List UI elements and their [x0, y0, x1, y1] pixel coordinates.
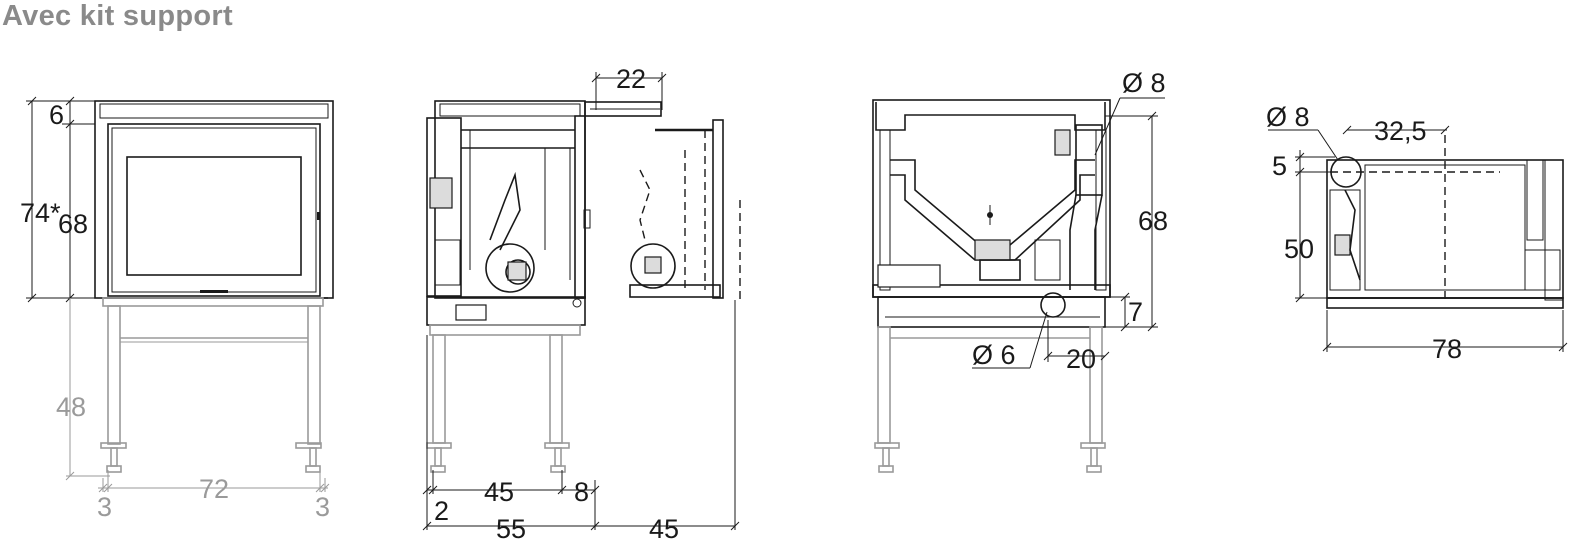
side-dim-front-offset: 2 [434, 496, 449, 526]
front-dim-top: 6 [49, 100, 64, 130]
side-dim-depth: 55 [496, 514, 526, 544]
top-dim-depth: 50 [1284, 234, 1314, 264]
top-dim-inlet-position: 32,5 [1374, 116, 1427, 146]
rear-dim-outlet-offset: 20 [1066, 344, 1096, 374]
front-dim-left-offset: 3 [97, 492, 112, 522]
rear-dim-inlet-diameter: Ø 8 [1122, 68, 1166, 98]
page-title: Avec kit support [2, 0, 233, 32]
front-dim-width: 72 [199, 474, 229, 504]
front-dim-right-offset: 3 [315, 492, 330, 522]
side-dim-outlet: 22 [616, 64, 646, 94]
rear-dim-outlet-diameter: Ø 6 [972, 340, 1016, 370]
side-dim-leg-span: 45 [484, 477, 514, 507]
side-door-open [629, 119, 741, 300]
top-dim-inlet-offset: 5 [1272, 151, 1287, 181]
front-dim-body-height: 68 [58, 209, 88, 239]
front-view: 6 74* 68 48 72 3 3 [20, 96, 334, 522]
rear-view: Ø 8 68 7 Ø 6 20 [872, 68, 1168, 473]
side-dim-leg-offset: 8 [574, 477, 589, 507]
top-dim-width: 78 [1432, 334, 1462, 364]
side-view: 22 45 8 2 55 45 [422, 64, 741, 544]
top-view: Ø 8 32,5 5 50 78 [1266, 102, 1568, 364]
side-dim-open-door: 45 [649, 514, 679, 544]
rear-dim-outlet-height: 7 [1128, 297, 1143, 327]
front-support [100, 297, 324, 473]
front-dim-support-height: 48 [56, 392, 86, 422]
front-dim-total-height: 74* [20, 198, 61, 228]
top-dim-inlet-diameter: Ø 8 [1266, 102, 1310, 132]
rear-dim-height: 68 [1138, 206, 1168, 236]
